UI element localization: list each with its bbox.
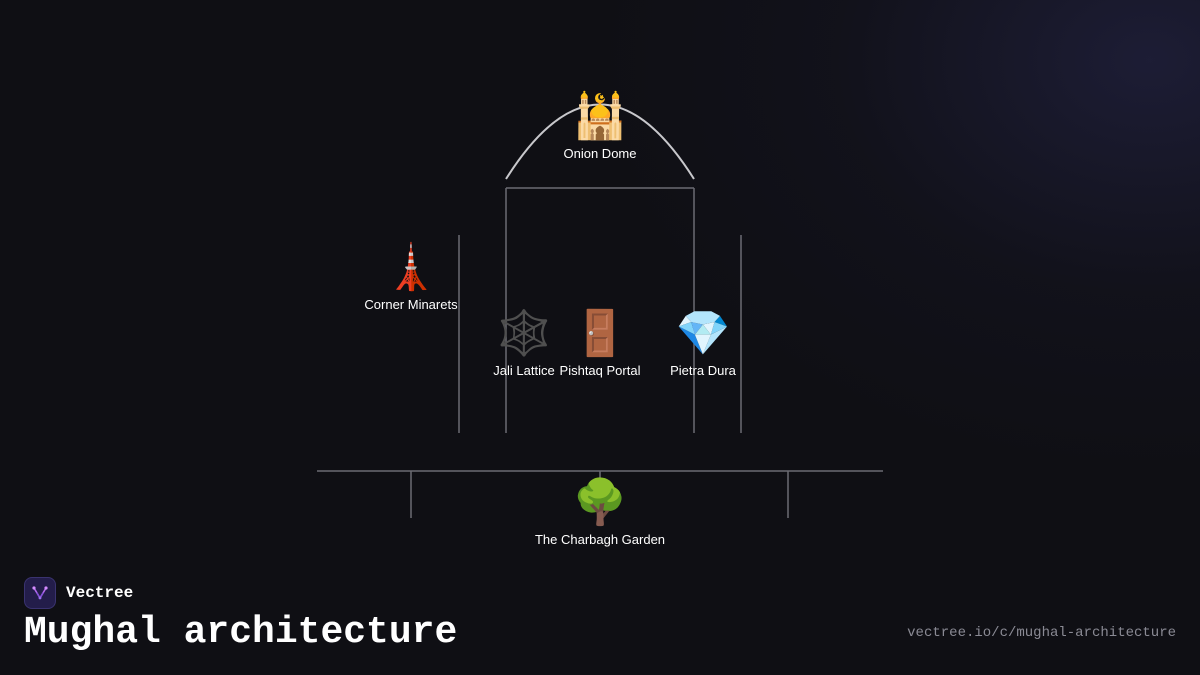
spider-web-icon: 🕸️ <box>496 308 552 359</box>
node-label: Corner Minarets <box>364 297 458 312</box>
tower-icon: 🗼 <box>383 242 439 293</box>
tree-icon: 🌳 <box>572 477 628 528</box>
node-onion-dome[interactable]: 🕌 Onion Dome <box>515 92 685 162</box>
page-url[interactable]: vectree.io/c/mughal-architecture <box>907 625 1176 641</box>
vectree-logo-icon <box>24 577 56 609</box>
node-label: Pietra Dura <box>670 363 736 378</box>
page-title: Mughal architecture <box>24 611 458 654</box>
door-icon: 🚪 <box>572 308 628 359</box>
brand[interactable]: Vectree <box>24 577 133 609</box>
node-pietra-dura[interactable]: 💎 Pietra Dura <box>618 309 788 379</box>
node-label: The Charbagh Garden <box>534 532 666 547</box>
mosque-icon: 🕌 <box>572 91 628 142</box>
node-label: Jali Lattice <box>493 363 555 378</box>
brand-name: Vectree <box>66 584 134 602</box>
node-label: Onion Dome <box>563 146 637 161</box>
gem-icon: 💎 <box>675 308 731 359</box>
node-label: Pishtaq Portal <box>559 363 641 378</box>
node-charbagh-garden[interactable]: 🌳 The Charbagh Garden <box>515 478 685 548</box>
node-corner-minarets[interactable]: 🗼 Corner Minarets <box>326 243 496 313</box>
node-pishtaq-portal[interactable]: 🚪 Pishtaq Portal <box>515 309 685 379</box>
dome-arch <box>505 103 695 180</box>
node-jali-lattice[interactable]: 🕸️ Jali Lattice <box>439 309 609 379</box>
